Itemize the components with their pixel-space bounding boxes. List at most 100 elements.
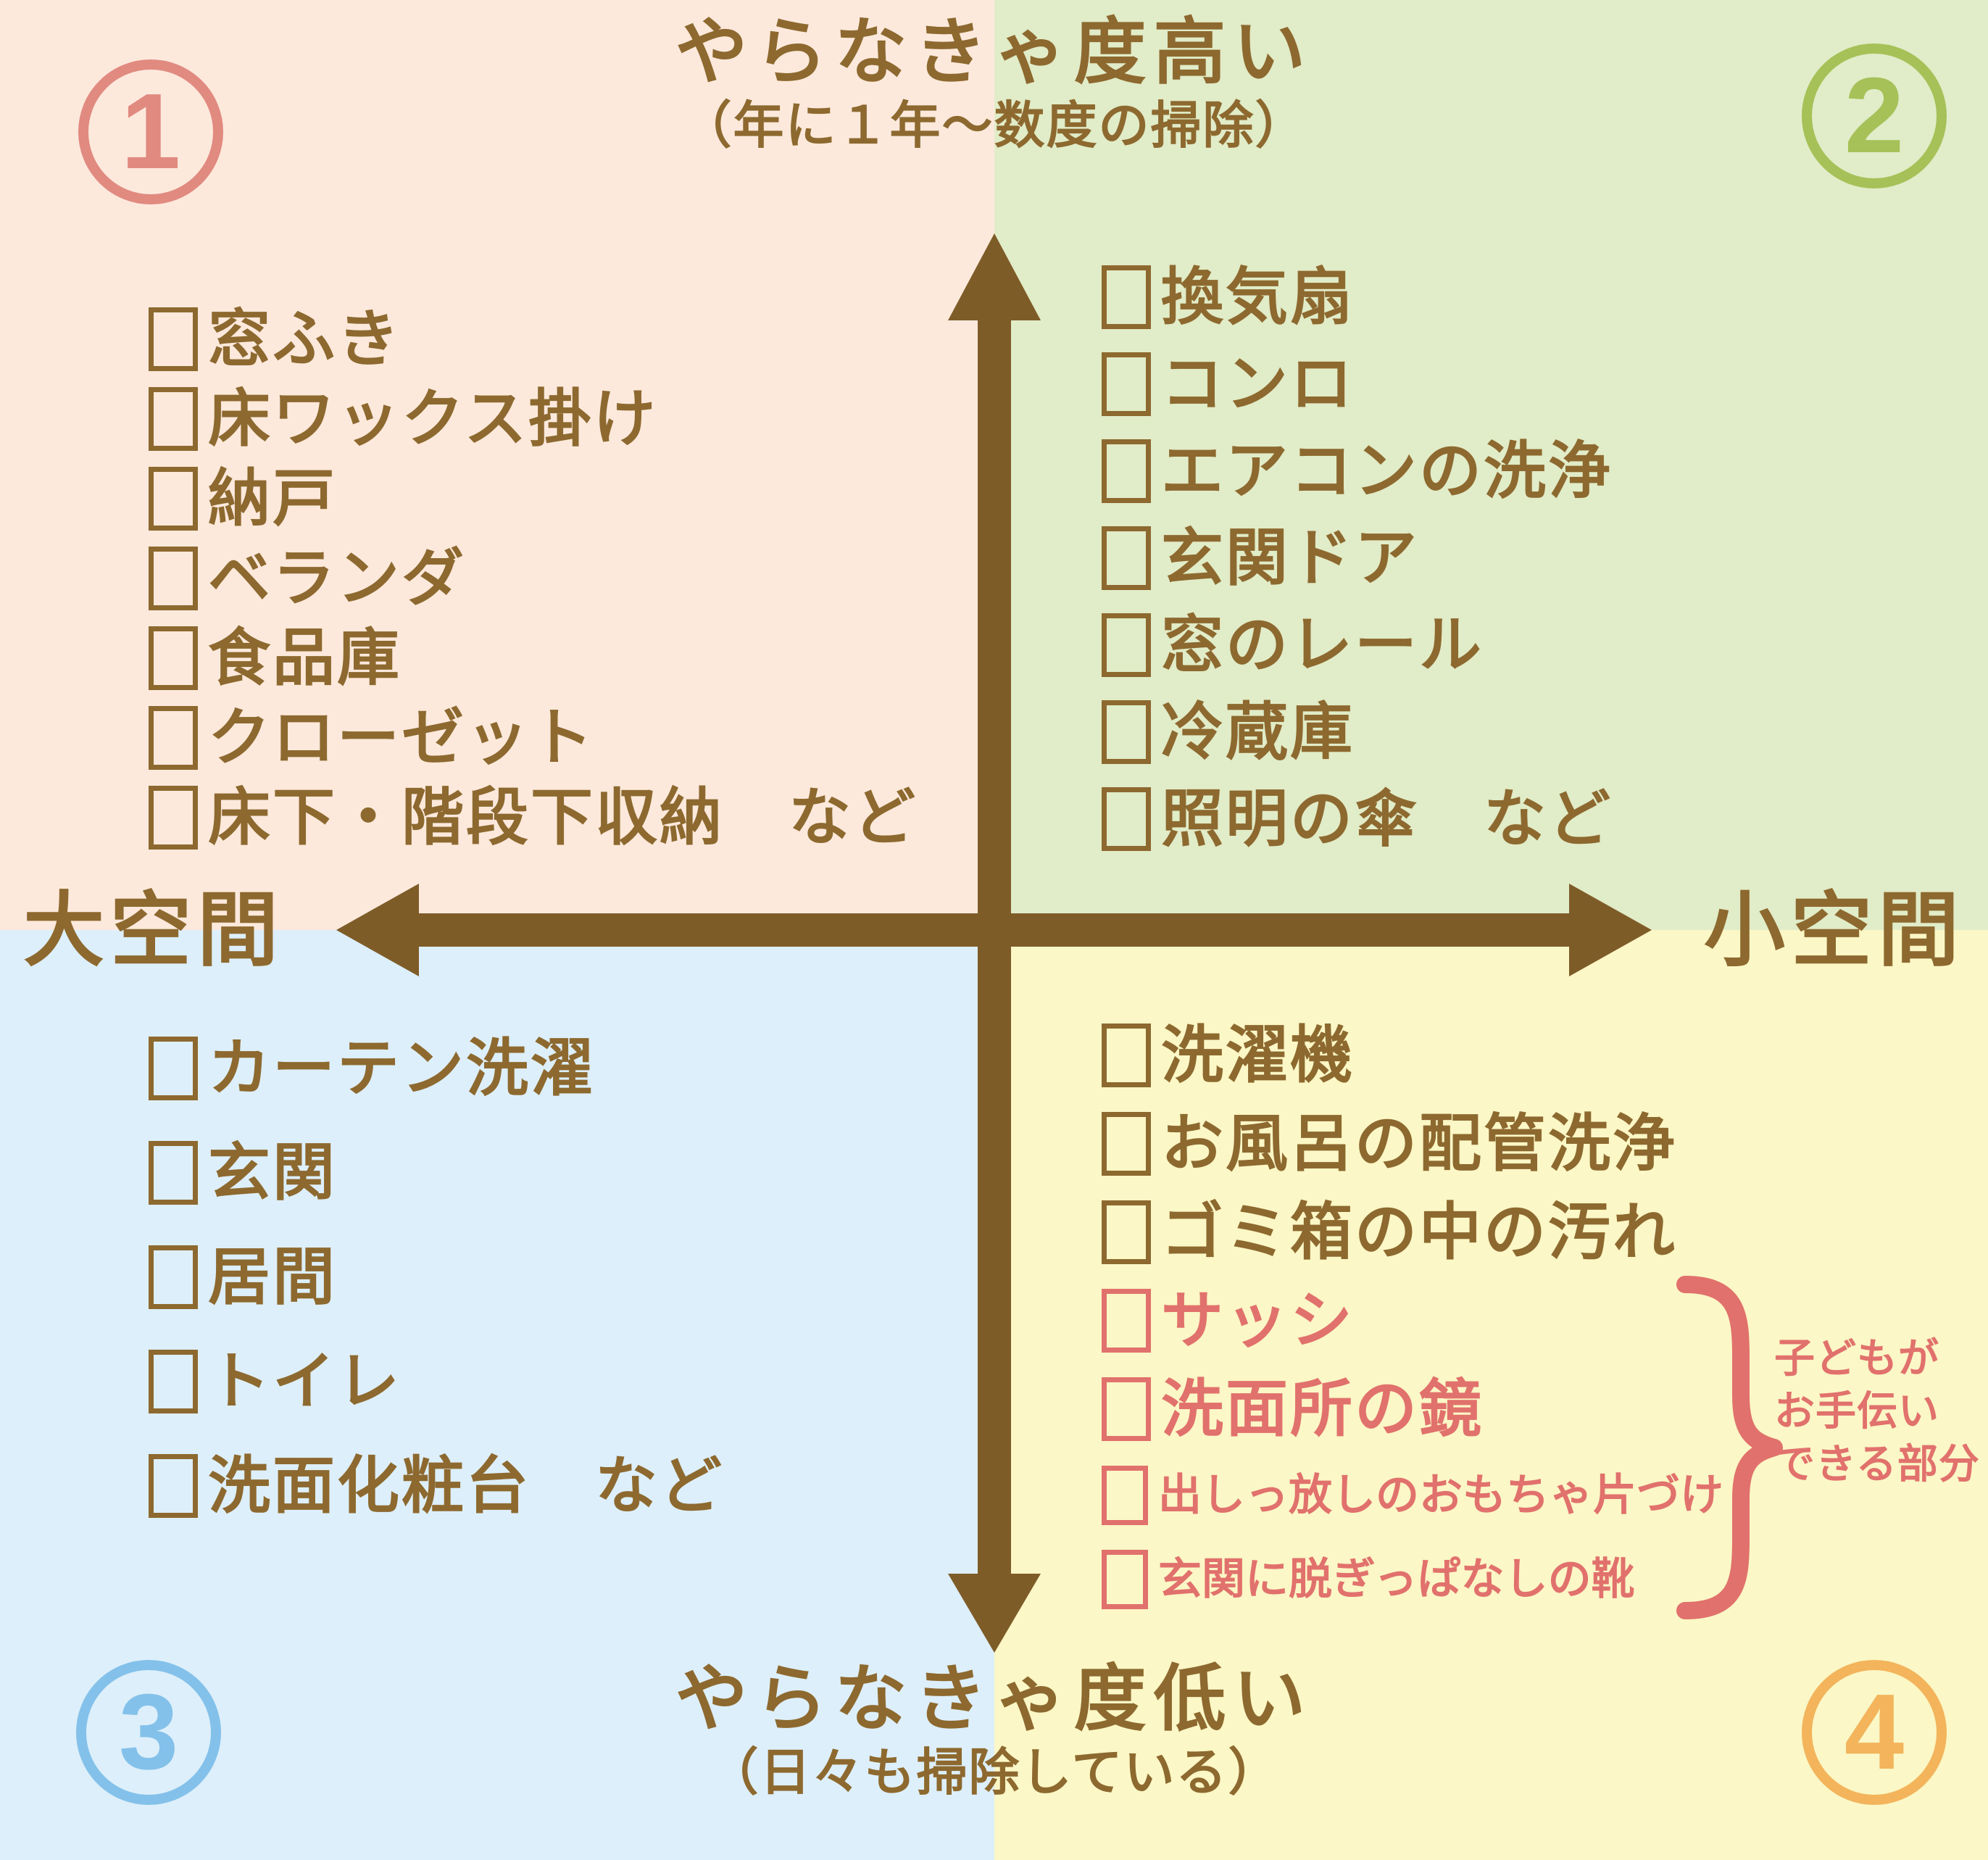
- checklist-item: 洗濯機: [1102, 1024, 1723, 1087]
- checklist-item-label: お風呂の配管洗浄: [1161, 1109, 1677, 1179]
- bottom-axis-sublabel: （日々も掃除している）: [707, 1744, 1281, 1801]
- checklist-item-label: 玄関: [208, 1138, 337, 1208]
- checklist-item-label: 床ワックス掛け: [208, 384, 658, 454]
- curly-brace-icon: [1676, 1276, 1783, 1619]
- checkbox-icon: [149, 1141, 198, 1205]
- annotation-line: できる部分: [1774, 1440, 1980, 1487]
- checkbox-icon: [1102, 526, 1151, 590]
- bottom-axis-title: やらなきゃ度低い （日々も掃除している）: [0, 1661, 1988, 1800]
- checklist-item-label: ゴミ箱の中の汚れ: [1161, 1197, 1677, 1267]
- checklist-item: カーテン洗濯: [149, 1037, 724, 1100]
- checklist-item-label: 換気扇: [1161, 262, 1355, 332]
- checkbox-icon: [149, 547, 198, 610]
- checklist-item: 照明の傘 など: [1102, 787, 1613, 851]
- quadrant-1-checklist: 窓ふき床ワックス掛け納戸ベランダ食品庫クローゼット床下・階段下収納 など: [149, 307, 918, 850]
- left-arrowhead-icon: [336, 884, 419, 976]
- checklist-item-label: クローゼット: [208, 703, 595, 773]
- checkbox-icon: [149, 387, 198, 451]
- checklist-item-label: 玄関に脱ぎっぱなしの靴: [1158, 1555, 1635, 1603]
- checkbox-icon: [1102, 265, 1151, 329]
- checkbox-icon: [149, 786, 198, 850]
- circled-number-2: 2: [1802, 43, 1947, 188]
- circled-number-2-text: 2: [1844, 56, 1905, 175]
- checklist-item: クローゼット: [149, 706, 918, 770]
- checklist-item-label: 窓ふき: [208, 304, 402, 374]
- checklist-item-label: 出しっ放しのおもちゃ片づけ: [1158, 1471, 1723, 1519]
- checkbox-icon: [149, 1037, 198, 1100]
- checklist-item-label: 居間: [208, 1242, 337, 1312]
- checklist-item-label: 窓のレール: [1161, 610, 1484, 680]
- checkbox-icon: [1102, 700, 1151, 764]
- checklist-item: エアコンの洗浄: [1102, 439, 1613, 503]
- checkbox-icon: [1102, 613, 1151, 677]
- checklist-item: 窓ふき: [149, 307, 918, 371]
- checklist-item: 玄関に脱ぎっぱなしの靴: [1102, 1550, 1723, 1609]
- checklist-item: 食品庫: [149, 626, 918, 690]
- checklist-item: コンロ: [1102, 352, 1613, 416]
- checklist-item-label: カーテン洗濯: [208, 1034, 595, 1103]
- checklist-item-label: トイレ: [208, 1347, 402, 1416]
- checklist-item: サッシ: [1102, 1289, 1723, 1353]
- checklist-item: 出しっ放しのおもちゃ片づけ: [1102, 1466, 1723, 1525]
- checkbox-icon: [1102, 1466, 1148, 1525]
- quadrant-2-checklist: 換気扇コンロエアコンの洗浄玄関ドア窓のレール冷蔵庫照明の傘 など: [1102, 265, 1613, 851]
- checkbox-icon: [149, 706, 198, 770]
- right-arrowhead-icon: [1569, 884, 1652, 976]
- circled-number-1-text: 1: [120, 72, 181, 191]
- checkbox-icon: [1102, 1550, 1148, 1609]
- checkbox-icon: [149, 1245, 198, 1309]
- circled-number-4: 4: [1802, 1660, 1947, 1805]
- annotation-line: お手伝い: [1774, 1387, 1939, 1434]
- checkbox-icon: [1102, 1289, 1151, 1353]
- checkbox-icon: [149, 1350, 198, 1413]
- checklist-item-label: 納戸: [208, 464, 337, 533]
- circled-number-3: 3: [76, 1660, 221, 1805]
- checklist-item-label: コンロ: [1161, 349, 1355, 419]
- up-arrowhead-icon: [948, 233, 1041, 320]
- checkbox-icon: [149, 626, 198, 690]
- checklist-item: ゴミ箱の中の汚れ: [1102, 1200, 1723, 1264]
- checkbox-icon: [1102, 352, 1151, 416]
- right-axis-label: 小空間: [1704, 885, 1965, 976]
- checklist-item-label: 照明の傘 など: [1161, 784, 1613, 854]
- checklist-item: お風呂の配管洗浄: [1102, 1112, 1723, 1176]
- quadrant-4-checklist: 洗濯機お風呂の配管洗浄ゴミ箱の中の汚れサッシ洗面所の鏡出しっ放しのおもちゃ片づけ…: [1102, 1024, 1723, 1609]
- quadrant-3-checklist: カーテン洗濯玄関居間トイレ洗面化粧台 など: [149, 1037, 724, 1518]
- left-axis-label: 大空間: [23, 885, 284, 976]
- circled-number-3-text: 3: [118, 1672, 179, 1792]
- checklist-item: ベランダ: [149, 547, 918, 610]
- checklist-item: 洗面化粧台 など: [149, 1454, 724, 1518]
- checklist-item-label: 洗面所の鏡: [1161, 1374, 1484, 1444]
- kids-help-annotation: 子どもが お手伝い できる部分: [1774, 1332, 1980, 1490]
- checkbox-icon: [1102, 1112, 1151, 1176]
- top-axis-label: やらなきゃ度高い: [675, 12, 1313, 93]
- checklist-item: 洗面所の鏡: [1102, 1377, 1723, 1441]
- checklist-item: 玄関: [149, 1141, 724, 1205]
- checklist-item-label: ベランダ: [208, 544, 466, 613]
- checklist-item-label: 床下・階段下収納 など: [208, 783, 918, 852]
- checklist-item-label: エアコンの洗浄: [1161, 436, 1613, 506]
- checklist-item: 玄関ドア: [1102, 526, 1613, 590]
- checklist-item: 冷蔵庫: [1102, 700, 1613, 764]
- top-axis-sublabel: （年に１年～数度の掃除）: [681, 97, 1307, 154]
- checklist-item-label: サッシ: [1161, 1286, 1355, 1355]
- checkbox-icon: [149, 1454, 198, 1518]
- checklist-item: 納戸: [149, 467, 918, 531]
- checklist-item-label: 洗面化粧台 など: [208, 1451, 724, 1521]
- checkbox-icon: [1102, 439, 1151, 503]
- checklist-item-label: 冷蔵庫: [1161, 697, 1355, 767]
- checkbox-icon: [1102, 1200, 1151, 1264]
- checkbox-icon: [1102, 787, 1151, 851]
- checklist-item: 床ワックス掛け: [149, 387, 918, 451]
- circled-number-4-text: 4: [1844, 1672, 1905, 1792]
- checkbox-icon: [149, 307, 198, 371]
- checklist-item-label: 玄関ドア: [1161, 523, 1419, 593]
- checkbox-icon: [1102, 1377, 1151, 1441]
- checklist-item: 居間: [149, 1245, 724, 1309]
- checkbox-icon: [1102, 1024, 1151, 1087]
- annotation-line: 子どもが: [1774, 1335, 1939, 1381]
- checklist-item: トイレ: [149, 1350, 724, 1413]
- down-arrowhead-icon: [948, 1574, 1041, 1653]
- checkbox-icon: [149, 467, 198, 531]
